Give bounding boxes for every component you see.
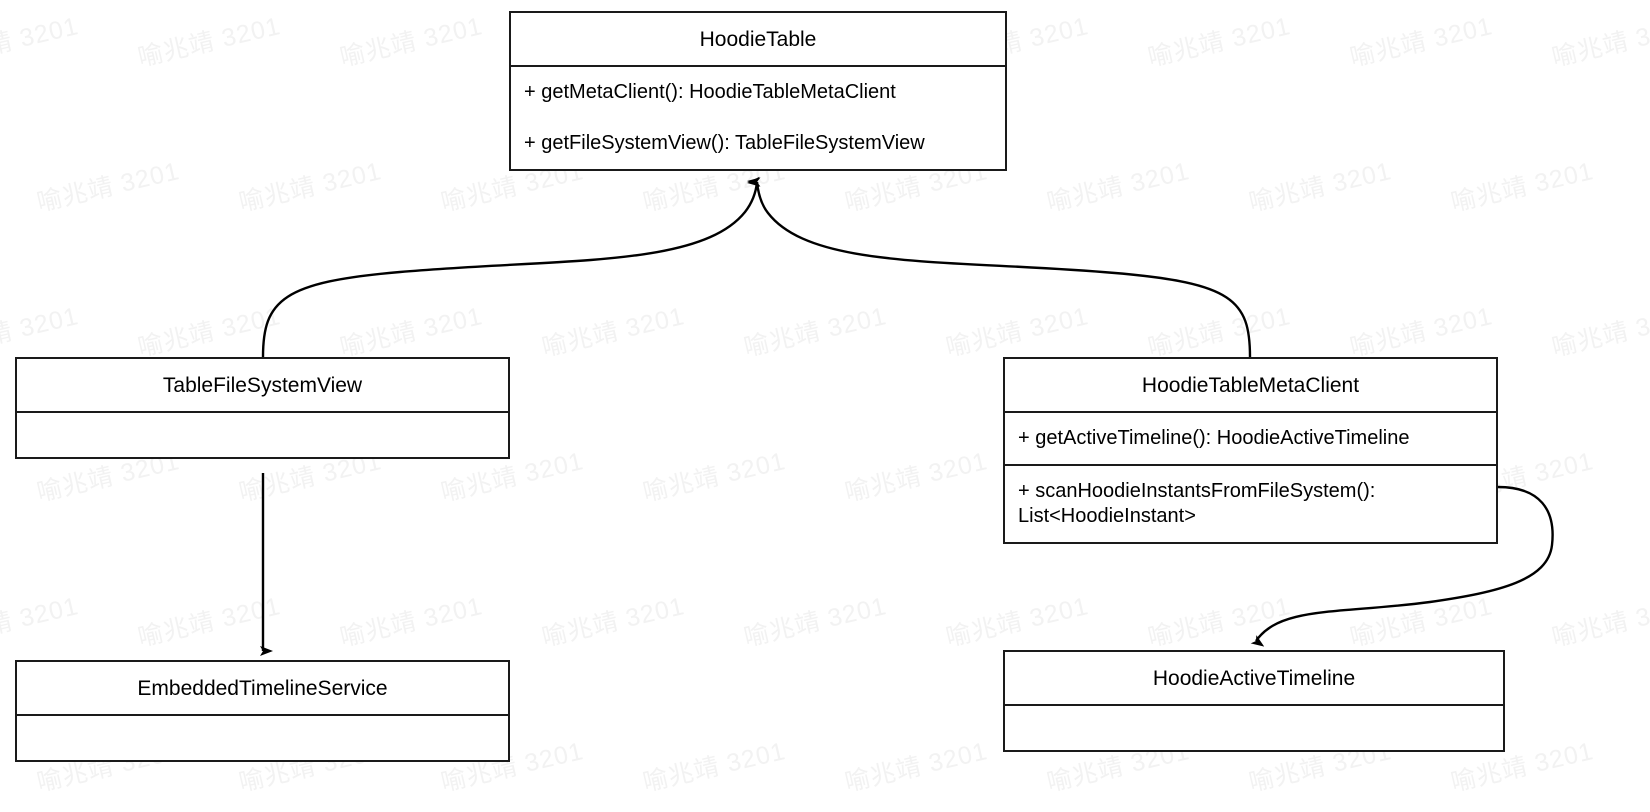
- watermark-text: 喻兆靖 3201: [135, 592, 284, 653]
- edge-tablefilesystemview-to-hoodietable: [261, 177, 761, 358]
- watermark-text: 喻兆靖 3201: [640, 737, 789, 798]
- watermark-text: 喻兆靖 3201: [135, 302, 284, 363]
- watermark-text: 喻兆靖 3201: [34, 157, 183, 218]
- class-member: + getFileSystemView(): TableFileSystemVi…: [524, 132, 925, 154]
- class-members-table-file-system-view: [17, 411, 508, 457]
- watermark-text: 喻兆靖 3201: [1145, 302, 1294, 363]
- watermark-text: 喻兆靖 3201: [741, 302, 890, 363]
- class-box-table-file-system-view[interactable]: TableFileSystemView: [15, 357, 510, 459]
- watermark-text: 喻兆靖 3201: [1448, 157, 1597, 218]
- class-box-hoodie-table[interactable]: HoodieTable + getMetaClient(): HoodieTab…: [509, 11, 1007, 171]
- watermark-text: 喻兆靖 3201: [1145, 12, 1294, 73]
- watermark-text: 喻兆靖 3201: [1044, 157, 1193, 218]
- watermark-text: 喻兆靖 3201: [640, 447, 789, 508]
- watermark-text: 喻兆靖 3201: [1145, 592, 1294, 653]
- class-box-hoodie-table-meta-client[interactable]: HoodieTableMetaClient + getActiveTimelin…: [1003, 357, 1498, 544]
- watermark-text: 喻兆靖 3201: [1347, 592, 1496, 653]
- watermark-text: 喻兆靖 3201: [1549, 302, 1650, 363]
- watermark-text: 喻兆靖 3201: [943, 592, 1092, 653]
- watermark-text: 喻兆靖 3201: [236, 157, 385, 218]
- class-box-embedded-timeline-service[interactable]: EmbeddedTimelineService: [15, 660, 510, 762]
- watermark-text: 喻兆靖 3201: [1347, 302, 1496, 363]
- class-members-hoodie-table: + getMetaClient(): HoodieTableMetaClient…: [511, 65, 1005, 169]
- watermark-text: 喻兆靖 3201: [337, 12, 486, 73]
- watermark-text: 喻兆靖 3201: [842, 447, 991, 508]
- watermark-text: 喻兆靖 3201: [539, 302, 688, 363]
- class-member: + scanHoodieInstantsFromFileSystem(): Li…: [1005, 464, 1496, 542]
- watermark-text: 喻兆靖 3201: [1549, 12, 1650, 73]
- class-members-hoodie-active-timeline: [1005, 704, 1503, 750]
- class-name-embedded-timeline-service: EmbeddedTimelineService: [137, 677, 388, 700]
- class-member: + getMetaClient(): HoodieTableMetaClient: [524, 81, 896, 103]
- class-name-hoodie-active-timeline: HoodieActiveTimeline: [1152, 667, 1356, 690]
- class-members-embedded-timeline-service: [17, 714, 508, 760]
- watermark-text: 喻兆靖 3201: [1549, 592, 1650, 653]
- class-name-hoodie-table-meta-client: HoodieTableMetaClient: [1141, 374, 1360, 397]
- watermark-text: 喻兆靖 3201: [337, 592, 486, 653]
- watermark-text: 喻兆靖 3201: [0, 12, 82, 73]
- watermark-text: 喻兆靖 3201: [943, 302, 1092, 363]
- watermark-text: 喻兆靖 3201: [0, 592, 82, 653]
- class-members-hoodie-table-meta-client: + getActiveTimeline(): HoodieActiveTimel…: [1005, 411, 1496, 542]
- watermark-text: 喻兆靖 3201: [1246, 157, 1395, 218]
- class-name-hoodie-table: HoodieTable: [699, 28, 817, 51]
- watermark-text: 喻兆靖 3201: [0, 302, 82, 363]
- class-name-table-file-system-view: TableFileSystemView: [162, 374, 363, 397]
- watermark-text: 喻兆靖 3201: [539, 592, 688, 653]
- watermark-text: 喻兆靖 3201: [135, 12, 284, 73]
- class-box-hoodie-active-timeline[interactable]: HoodieActiveTimeline: [1003, 650, 1505, 752]
- watermark-text: 喻兆靖 3201: [842, 737, 991, 798]
- watermark-text: 喻兆靖 3201: [741, 592, 890, 653]
- watermark-text: 喻兆靖 3201: [1347, 12, 1496, 73]
- edge-hoodietablemetaclient-to-hoodietable: [747, 176, 1252, 358]
- watermark-text: 喻兆靖 3201: [337, 302, 486, 363]
- class-member: + getActiveTimeline(): HoodieActiveTimel…: [1018, 427, 1410, 449]
